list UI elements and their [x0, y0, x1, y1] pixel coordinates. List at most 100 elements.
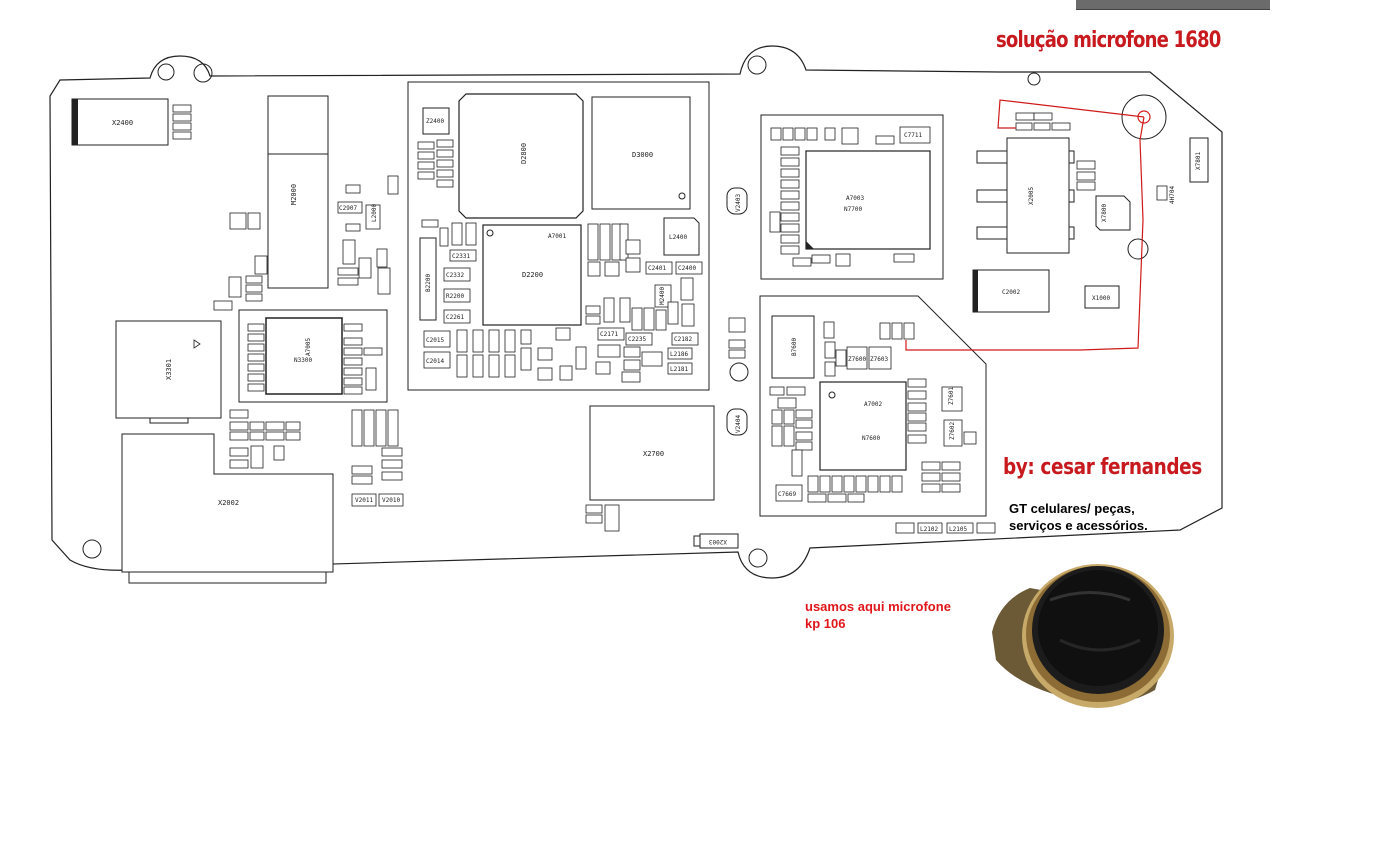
component-X7801 [1189, 137, 1209, 183]
label-M2000: M2000 [290, 184, 298, 205]
label-V2010: V2010 [382, 497, 400, 504]
mounting-hole [747, 55, 767, 75]
label-Z7600: Z7600 [848, 356, 866, 363]
label-C2015: C2015 [426, 337, 444, 344]
label-C2401: C2401 [648, 265, 666, 272]
author-credit: by: cesar fernandes [1003, 455, 1202, 480]
component-X2002 [121, 433, 334, 573]
small-parts-group [172, 104, 192, 140]
small-parts-group [1015, 112, 1096, 191]
component-Z2400 [422, 107, 450, 135]
label-R2200: R2200 [446, 293, 464, 300]
component-X1000 [1084, 285, 1120, 309]
small-parts-group [213, 175, 399, 311]
label-L2102: L2102 [920, 526, 938, 533]
label-C2014: C2014 [426, 358, 444, 365]
component-M2000 [267, 95, 329, 289]
mounting-hole [193, 63, 213, 83]
component-N7600 [819, 381, 907, 471]
component-X2700 [589, 405, 715, 501]
component-D3000 [591, 96, 691, 210]
small-parts-group [247, 323, 383, 395]
label-C2331: C2331 [452, 253, 470, 260]
component-N3300 [265, 317, 343, 395]
label-B7600: B7600 [791, 338, 798, 356]
component-V2011 [351, 493, 377, 507]
microphone-capsule-image [992, 564, 1174, 708]
shop-info: GT celulares/ peças, serviços e acessóri… [1009, 500, 1148, 534]
label-Z7601: Z7601 [948, 387, 955, 405]
microphone-note: usamos aqui microfone kp 106 [805, 598, 951, 632]
component-C2002 [972, 269, 1050, 313]
component-X2400 [71, 98, 169, 146]
mounting-hole [157, 63, 175, 81]
jumper-wire-trace [905, 99, 1145, 351]
label-X2003: X2003 [709, 538, 727, 545]
label-X1000: X1000 [1092, 295, 1110, 302]
mounting-hole [1027, 72, 1041, 86]
component-L2102 [917, 522, 943, 534]
component-C2401 [645, 261, 673, 275]
small-parts-group [417, 139, 695, 383]
component-C2332 [443, 267, 471, 282]
component-C2015 [423, 330, 451, 348]
label-Z7603: Z7603 [870, 356, 888, 363]
label-N7600: N7600 [862, 435, 880, 442]
mounting-hole [1127, 238, 1149, 260]
small-parts-group [769, 127, 915, 267]
label-X7800: X7800 [1101, 204, 1108, 222]
label-H704: 4H704 [1169, 186, 1176, 204]
mounting-hole [729, 362, 749, 382]
label-B2200: B2200 [425, 274, 432, 292]
component-X3301 [115, 320, 222, 419]
label-C2171: C2171 [600, 331, 618, 338]
label-C2400: C2400 [678, 265, 696, 272]
component-V2010 [378, 493, 404, 507]
component-M2400 [654, 284, 672, 308]
label-V2404: V2404 [735, 415, 742, 433]
label-D2800: D2800 [520, 143, 528, 164]
label-X2400: X2400 [112, 119, 133, 127]
component-Z7601 [941, 386, 963, 412]
label-D2200: D2200 [522, 271, 543, 279]
component-D2800 [458, 93, 584, 219]
small-parts-group [769, 321, 977, 503]
component-B2200 [419, 237, 437, 321]
label-M2400: M2400 [659, 287, 666, 305]
component-C7711 [899, 126, 931, 144]
label-L2181: L2181 [670, 366, 688, 373]
component-D2200 [482, 224, 582, 326]
component-C2331 [449, 249, 477, 262]
component-L2400 [663, 217, 700, 256]
component-N7700 [805, 150, 931, 250]
shop-line: serviços e acessórios. [1009, 518, 1148, 533]
label-C2182: C2182 [674, 336, 692, 343]
component-C2261 [443, 309, 471, 324]
label-V2011: V2011 [355, 497, 373, 504]
component-C7669 [775, 484, 803, 502]
label-X2005: X2005 [1028, 187, 1035, 205]
component-C2182 [671, 332, 699, 346]
label-C2332: C2332 [446, 272, 464, 279]
label-A7001: A7001 [548, 233, 566, 240]
label-X3301: X3301 [165, 359, 173, 380]
window-top-bar [1076, 0, 1270, 10]
note-line: kp 106 [805, 616, 846, 631]
component-L2186 [667, 347, 693, 360]
label-A7002: A7002 [864, 401, 882, 408]
label-Z7602: Z7602 [949, 422, 956, 440]
component-C2171 [597, 327, 625, 341]
component-Z7602 [943, 419, 963, 447]
label-C2235: C2235 [628, 336, 646, 343]
small-parts-group [728, 317, 746, 359]
component-L2181 [667, 362, 693, 375]
label-L2105: L2105 [949, 526, 967, 533]
label-V2403: V2403 [735, 194, 742, 212]
shop-line: GT celulares/ peças, [1009, 501, 1135, 516]
component-C2014 [423, 351, 451, 369]
label-X2700: X2700 [643, 450, 664, 458]
small-parts-group [585, 504, 620, 532]
component-L2105 [946, 522, 974, 534]
component-X7800 [1095, 195, 1131, 231]
